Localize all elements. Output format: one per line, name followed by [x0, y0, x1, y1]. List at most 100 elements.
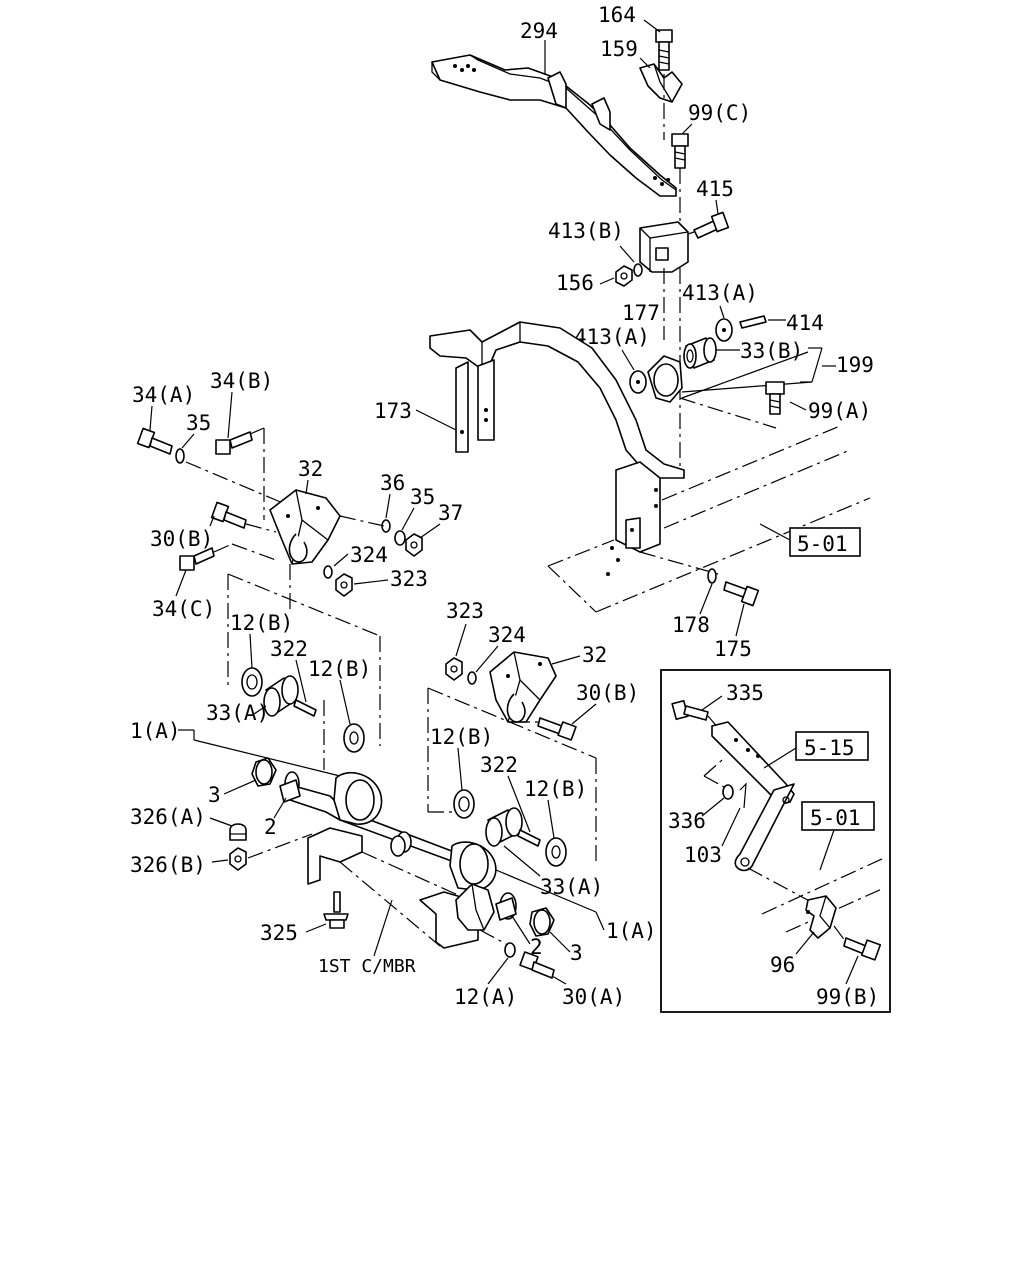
callout-156: 156 — [556, 271, 594, 295]
frame-side-member — [547, 425, 871, 613]
callout-12b-4: 12(B) — [524, 777, 587, 801]
bolt-415 — [693, 211, 730, 239]
washer-178 — [707, 568, 717, 584]
washer-12a — [504, 942, 516, 958]
ref-label-5-01-main: 5-01 — [797, 532, 848, 556]
callout-12b-3: 12(B) — [430, 725, 493, 749]
callout-35-right: 35 — [410, 485, 435, 509]
washer-324-right — [467, 671, 477, 685]
nut-37 — [405, 533, 423, 557]
washer-12b-1 — [241, 667, 263, 697]
callout-103: 103 — [684, 843, 722, 867]
callout-30b-left: 30(B) — [150, 527, 213, 551]
nut-156 — [615, 263, 643, 287]
callout-1a-right: 1(A) — [606, 919, 657, 943]
bracket-177 — [639, 221, 689, 273]
callout-35-left: 35 — [186, 411, 211, 435]
callout-322-left: 322 — [270, 637, 308, 661]
bolt-325 — [323, 891, 349, 929]
clip-159 — [639, 63, 683, 103]
bolt-99a — [765, 381, 785, 415]
callout-33a-right: 33(A) — [540, 875, 603, 899]
washer-35-right — [394, 530, 406, 546]
washer-12b-3 — [453, 789, 475, 819]
callout-336: 336 — [668, 809, 706, 833]
bolt-34a — [136, 427, 173, 455]
callout-323-left: 323 — [390, 567, 428, 591]
bolt-30b-right — [537, 717, 577, 741]
callout-1st-mbr: 1ST C/MBR — [318, 956, 416, 977]
bushing-33a-right — [485, 807, 523, 847]
callout-36: 36 — [380, 471, 405, 495]
bolt-34c — [179, 547, 215, 571]
frame-rail-294 — [431, 54, 677, 197]
pin-322-left — [293, 699, 317, 717]
washer-35 — [175, 448, 185, 464]
nut-323-right — [445, 657, 463, 681]
callout-326b: 326(B) — [130, 853, 206, 877]
callout-324-right: 324 — [488, 623, 526, 647]
ref-box-5-15[interactable] — [795, 731, 869, 761]
washer-324-left — [323, 565, 333, 579]
inset-panel — [660, 669, 891, 1013]
bolt-30a — [519, 951, 555, 979]
callout-3-right: 3 — [570, 941, 583, 965]
hoop-bracket-173 — [429, 321, 685, 553]
callout-3-left: 3 — [208, 783, 221, 807]
callout-323-right: 323 — [446, 599, 484, 623]
callout-414: 414 — [786, 311, 824, 335]
ref-box-5-01-inset[interactable] — [801, 801, 875, 831]
bolt-99b — [843, 937, 882, 961]
callout-34a: 34(A) — [132, 383, 195, 407]
callout-2-right: 2 — [530, 935, 543, 959]
callout-413b: 413(B) — [548, 219, 624, 243]
cross-rod-1a — [289, 771, 497, 891]
callout-164: 164 — [598, 3, 636, 27]
nut-3-right — [529, 907, 555, 937]
callout-99a: 99(A) — [808, 399, 871, 423]
callout-99c: 99(C) — [688, 101, 751, 125]
nut-3-left — [251, 757, 277, 787]
callout-96: 96 — [770, 953, 795, 977]
callout-2-left: 2 — [264, 815, 277, 839]
callout-159: 159 — [600, 37, 638, 61]
washer-12b-4 — [545, 837, 567, 867]
callout-33a-left: 33(A) — [206, 701, 269, 725]
bracket-96 — [805, 895, 837, 939]
callout-178: 178 — [672, 613, 710, 637]
mount-bracket-32-right — [489, 651, 557, 723]
callout-34c: 34(C) — [152, 597, 215, 621]
clamp-199 — [647, 351, 813, 403]
callout-175: 175 — [714, 637, 752, 661]
callout-12b-2: 12(B) — [308, 657, 371, 681]
callout-177: 177 — [622, 301, 660, 325]
pin-414 — [739, 315, 767, 329]
callout-413a-top: 413(A) — [682, 281, 758, 305]
callout-415: 415 — [696, 177, 734, 201]
callout-12b-1: 12(B) — [230, 611, 293, 635]
cotter-pin-103 — [739, 782, 747, 809]
callout-12a: 12(A) — [454, 985, 517, 1009]
ref-label-5-01-inset: 5-01 — [810, 806, 861, 830]
callout-173: 173 — [374, 399, 412, 423]
bolt-99c — [671, 133, 689, 169]
callout-294: 294 — [520, 19, 558, 43]
nut-323-left — [335, 573, 353, 597]
callout-335: 335 — [726, 681, 764, 705]
ref-box-5-01-main[interactable] — [789, 527, 861, 557]
bolt-175 — [723, 581, 760, 607]
washer-12b-2 — [343, 723, 365, 753]
lever-link — [711, 721, 795, 872]
collar-2-left — [279, 771, 301, 803]
callout-37: 37 — [438, 501, 463, 525]
callout-324-left: 324 — [350, 543, 388, 567]
callout-32-left: 32 — [298, 457, 323, 481]
washer-336 — [722, 784, 734, 800]
bolt-30b-left — [210, 501, 247, 529]
callout-325: 325 — [260, 921, 298, 945]
callout-30a: 30(A) — [562, 985, 625, 1009]
mount-bracket-lower-right — [455, 883, 495, 931]
ref-label-5-15: 5-15 — [804, 736, 855, 760]
callout-1a-left: 1(A) — [130, 719, 181, 743]
